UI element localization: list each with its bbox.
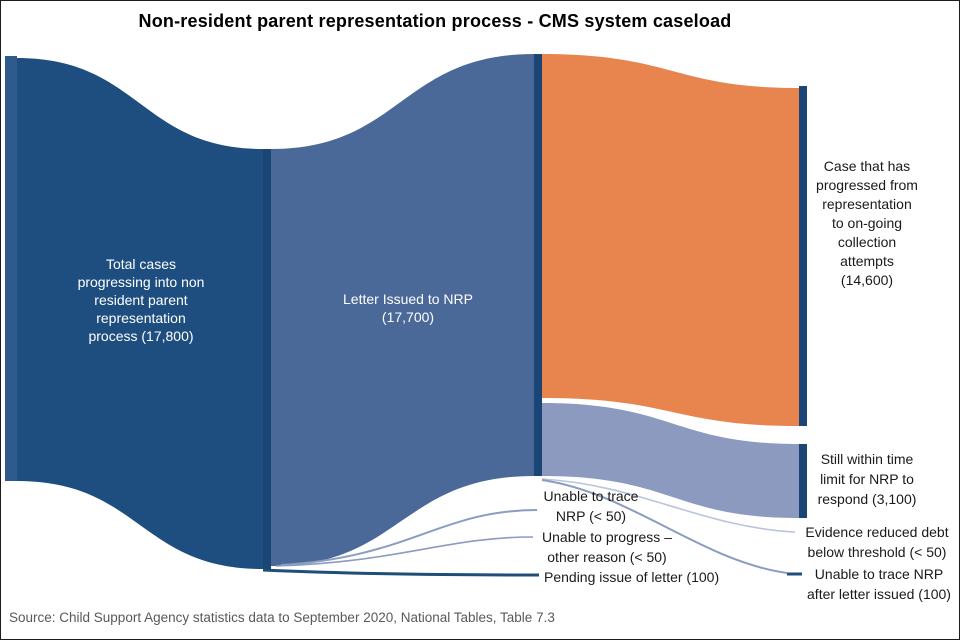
node-progressed <box>799 86 807 426</box>
label-letter-issued: Letter Issued to NRP (17,700) <box>343 291 473 325</box>
label-still-within-time: Still within time limit for NRP to respo… <box>817 451 917 507</box>
chart-title: Non-resident parent representation proce… <box>138 11 732 31</box>
flow-unable-to-progress <box>275 536 534 567</box>
label-unable-to-progress: Unable to progress – other reason (< 50) <box>542 529 672 565</box>
node-letter-issued <box>534 54 542 476</box>
flow-evidence-reduced-debt <box>541 478 796 533</box>
node-still-within-time <box>799 444 807 518</box>
label-pending-issue: Pending issue of letter (100) <box>544 569 720 585</box>
node-total-cases <box>5 56 17 481</box>
flow-unable-to-trace-after-letter <box>541 479 788 574</box>
flow-unable-to-trace-nrp <box>280 509 538 566</box>
label-unable-trace-after-letter: Unable to trace NRP after letter issued … <box>807 566 951 602</box>
node-stage2 <box>263 149 271 569</box>
label-unable-to-trace: Unable to trace NRP (< 50) <box>543 488 639 524</box>
label-evidence-reduced-debt: Evidence reduced debt below threshold (<… <box>805 524 949 560</box>
flow-letter-issued <box>271 54 534 566</box>
label-total-cases: Total cases progressing into non residen… <box>77 256 205 344</box>
flow-still-within-time <box>542 403 799 518</box>
label-progressed: Case that has progressed from representa… <box>816 158 918 288</box>
flow-total-to-letter <box>17 58 263 569</box>
flow-pending-issue-of-letter <box>262 568 540 577</box>
flow-progressed-collection <box>542 54 799 426</box>
source-note: Source: Child Support Agency statistics … <box>9 610 555 625</box>
